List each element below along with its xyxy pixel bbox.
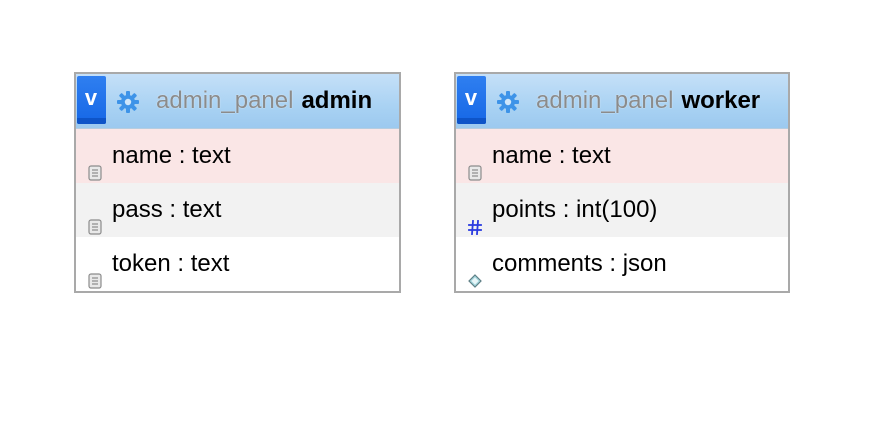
gear-icon[interactable] <box>496 90 520 114</box>
toggle-columns-button[interactable]: v <box>456 74 487 128</box>
toggle-box <box>457 76 486 124</box>
column-row-token[interactable]: token : text <box>76 237 399 291</box>
table-header[interactable]: v <box>456 74 788 129</box>
table-title[interactable]: admin_panel admin <box>156 74 372 128</box>
table-name: worker <box>681 87 761 114</box>
column-label: pass : text <box>112 196 222 223</box>
column-label: comments : json <box>492 250 667 277</box>
table-card-worker[interactable]: v <box>454 72 790 293</box>
table-name: admin <box>301 87 373 114</box>
database-name: admin_panel <box>536 87 674 114</box>
column-row-name[interactable]: name : text <box>456 129 788 183</box>
text-field-icon <box>466 148 484 181</box>
table-header[interactable]: v <box>76 74 399 129</box>
column-row-pass[interactable]: pass : text <box>76 183 399 237</box>
column-row-name[interactable]: name : text <box>76 129 399 183</box>
column-label: name : text <box>112 142 231 169</box>
gear-icon[interactable] <box>116 90 140 114</box>
table-title[interactable]: admin_panel worker <box>536 74 760 128</box>
column-label: token : text <box>112 250 230 277</box>
toggle-label: v <box>464 85 478 110</box>
column-row-comments[interactable]: comments : json <box>456 237 788 291</box>
toggle-columns-button[interactable]: v <box>76 74 107 128</box>
text-field-icon <box>86 148 104 181</box>
column-label: points : int(100) <box>492 196 658 223</box>
text-field-icon <box>86 202 104 235</box>
toggle-label: v <box>84 85 98 110</box>
toggle-box <box>77 76 106 124</box>
json-field-icon <box>466 256 484 288</box>
numeric-field-icon <box>466 202 484 235</box>
database-name: admin_panel <box>156 87 294 114</box>
column-label: name : text <box>492 142 611 169</box>
column-row-points[interactable]: points : int(100) <box>456 183 788 237</box>
table-card-admin[interactable]: v <box>74 72 401 293</box>
text-field-icon <box>86 256 104 289</box>
